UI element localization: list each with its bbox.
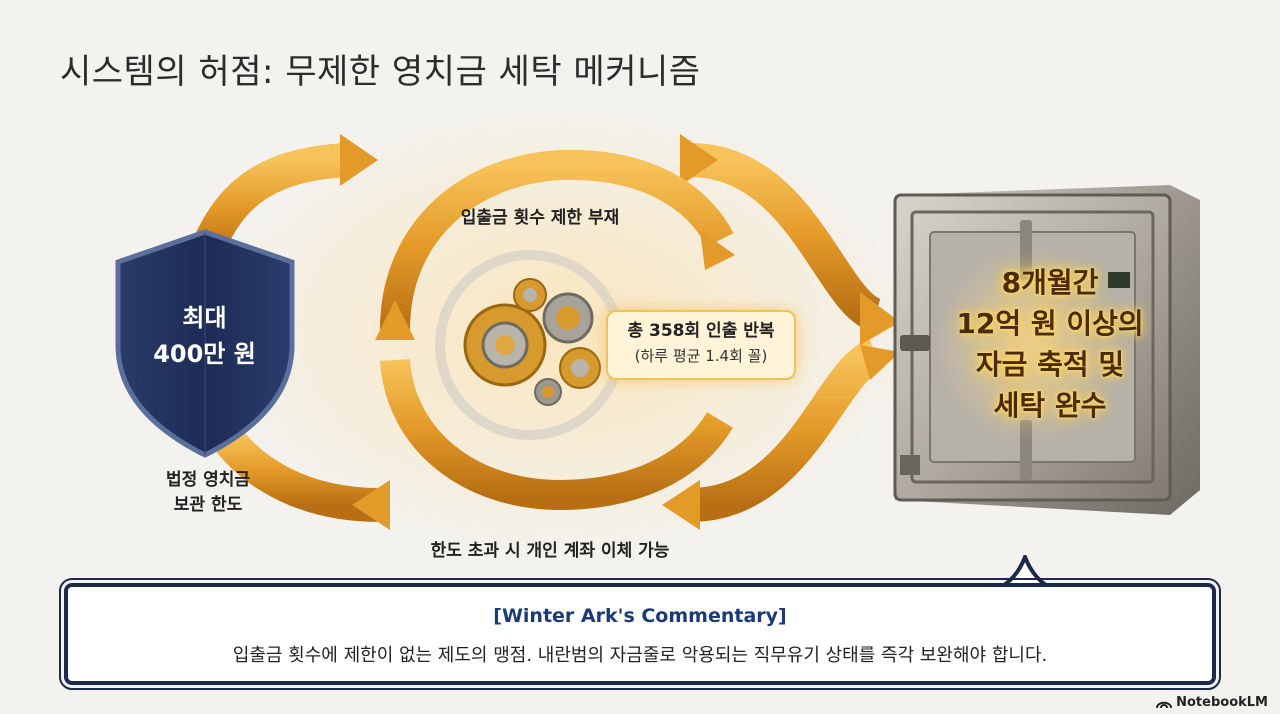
shield-caption-line1: 법정 영치금: [165, 470, 251, 490]
shield-icon: [115, 229, 295, 458]
shield-line1: 최대: [182, 304, 227, 332]
safe-line4: 세탁 완수: [993, 389, 1107, 422]
arrow-icon: [340, 134, 900, 530]
shield-amount: 최대 400만 원: [122, 300, 287, 372]
page-title: 시스템의 허점: 무제한 영치금 세탁 메커니즘: [60, 52, 701, 92]
commentary-title: [Winter Ark's Commentary]: [493, 605, 787, 627]
safe-line3: 자금 축적 및: [975, 348, 1125, 381]
commentary-notch: [995, 555, 1055, 589]
loop-bottom-label: 한도 초과 시 개인 계좌 이체 가능: [430, 541, 670, 561]
safe-line2: 12억 원 이상의: [956, 307, 1144, 340]
withdrawal-count-box: 총 358회 인출 반복 (하루 평균 1.4회 꼴): [606, 310, 796, 380]
shield-caption: 법정 영치금 보관 한도: [118, 468, 298, 518]
brand-watermark: NotebookLM: [1156, 695, 1268, 710]
safe-icon: [893, 185, 1200, 515]
shield-caption-line2: 보관 한도: [173, 495, 243, 515]
brand-label: NotebookLM: [1176, 695, 1268, 710]
safe-line1: 8개월간: [1001, 266, 1099, 299]
withdrawal-count-main: 총 358회 인출 반복: [627, 321, 775, 341]
withdrawal-count-sub: (하루 평균 1.4회 꼴): [634, 347, 768, 365]
shield-line2: 400만 원: [153, 340, 256, 368]
commentary-box: [Winter Ark's Commentary] 입출금 횟수에 제한이 없는…: [59, 578, 1221, 690]
commentary-body: 입출금 횟수에 제한이 없는 제도의 맹점. 내란범의 자금줄로 악용되는 직무…: [232, 645, 1048, 666]
inner-loop-arrows: [380, 149, 734, 511]
notebooklm-logo-icon: [1156, 701, 1173, 708]
loop-top-label: 입출금 횟수 제한 부재: [460, 208, 620, 228]
safe-summary: 8개월간 12억 원 이상의 자금 축적 및 세탁 완수: [935, 262, 1165, 426]
